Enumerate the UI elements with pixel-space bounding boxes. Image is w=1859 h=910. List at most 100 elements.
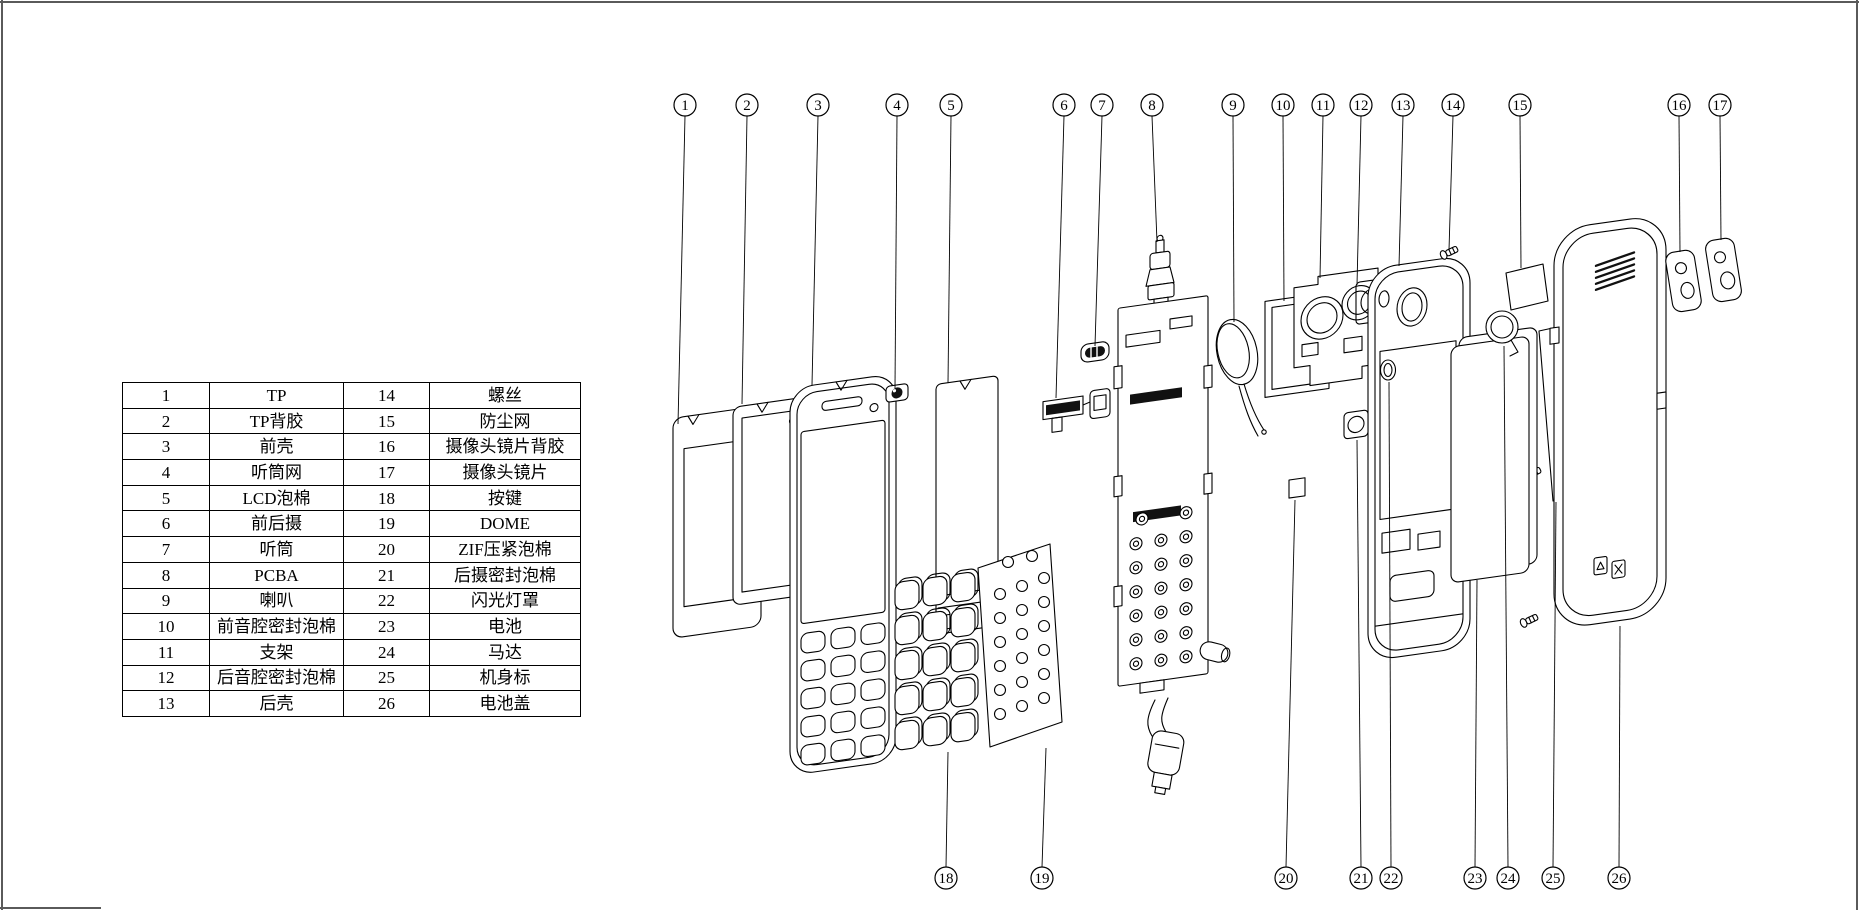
- callout-6: 6: [1052, 93, 1076, 399]
- callout-number: 18: [939, 871, 954, 887]
- part-name-cell: 后音腔密封泡棉: [209, 664, 344, 692]
- callout-number: 1: [681, 98, 689, 114]
- callout-number: 8: [1148, 98, 1156, 114]
- part-name-cell: ZIF压紧泡棉: [429, 536, 581, 563]
- part-number-cell: 10: [122, 613, 210, 640]
- leader-line: [947, 115, 952, 384]
- leader-line: [894, 115, 898, 389]
- leader-line: [1398, 115, 1404, 267]
- leader-line: [1282, 115, 1285, 302]
- callout-number: 20: [1279, 871, 1294, 887]
- callout-number: 9: [1229, 98, 1237, 114]
- part-name-cell: 电池: [429, 613, 581, 640]
- part-name-cell: 闪光灯罩: [429, 587, 581, 615]
- part-number-cell: 26: [343, 690, 430, 717]
- part-battery-cover: [1549, 218, 1667, 626]
- callout-number: 2: [743, 98, 751, 114]
- callout-16: 16: [1667, 93, 1691, 253]
- callout-number: 4: [893, 98, 901, 114]
- part-number-cell: 15: [343, 407, 430, 435]
- leader-line: [1388, 381, 1392, 868]
- callout-19: 19: [1030, 747, 1054, 890]
- callout-18: 18: [934, 751, 958, 890]
- part-name-cell: 支架: [209, 638, 344, 666]
- callout-number: 16: [1672, 98, 1688, 114]
- callout-number: 15: [1513, 98, 1528, 114]
- part-number-cell: 24: [343, 638, 430, 666]
- callout-number: 25: [1546, 871, 1561, 887]
- sheet-border-right: [1856, 0, 1858, 910]
- callout-circle: [1667, 93, 1691, 117]
- callout-2: 2: [735, 93, 759, 405]
- callout-circle: [673, 93, 697, 117]
- leader-line: [1503, 345, 1509, 868]
- part-name-cell: 摄像头镜片背胶: [429, 433, 581, 461]
- callout-circle: [1508, 93, 1532, 117]
- part-number-cell: 4: [122, 459, 210, 486]
- callout-circle: [1463, 866, 1487, 890]
- callout-number: 7: [1098, 98, 1106, 114]
- part-name-cell: 前音腔密封泡棉: [209, 613, 344, 640]
- callout-number: 21: [1354, 871, 1369, 887]
- part-number-cell: 23: [343, 613, 430, 640]
- part-front-shell: [789, 376, 897, 773]
- part-number-cell: 14: [343, 382, 430, 409]
- part-number-cell: 7: [122, 536, 210, 563]
- part-number-cell: 16: [343, 433, 430, 461]
- part-name-cell: 摄像头镜片: [429, 459, 581, 486]
- leader-line: [1356, 115, 1362, 286]
- part-number-cell: 11: [122, 638, 210, 666]
- leader-line: [1552, 501, 1557, 868]
- callout-circle: [885, 93, 909, 117]
- leader-line: [1448, 115, 1454, 251]
- part-pcba-usb-cable: [1147, 641, 1231, 795]
- callout-11: 11: [1311, 93, 1335, 279]
- callout-number: 13: [1396, 98, 1411, 114]
- leader-line: [1519, 115, 1522, 269]
- callout-circle: [1274, 866, 1298, 890]
- part-keypad: [894, 568, 979, 751]
- part-number-cell: 17: [343, 459, 430, 486]
- callout-24: 24: [1496, 345, 1520, 890]
- callout-circle: [1349, 93, 1373, 117]
- callout-25: 25: [1541, 501, 1565, 890]
- callout-circle: [1708, 93, 1732, 117]
- part-dome-sheet: [977, 543, 1063, 748]
- part-number-cell: 13: [122, 690, 210, 717]
- callout-number: 3: [814, 98, 822, 114]
- callout-number: 24: [1501, 871, 1517, 887]
- part-number-cell: 20: [343, 536, 430, 563]
- leader-line: [1356, 439, 1362, 868]
- callout-9: 9: [1221, 93, 1245, 323]
- callout-number: 10: [1276, 98, 1291, 114]
- part-number-cell: 9: [122, 587, 210, 615]
- leader-line: [677, 115, 686, 425]
- callout-circle: [1221, 93, 1245, 117]
- part-number-cell: 3: [122, 433, 210, 461]
- part-name-cell: 前壳: [209, 433, 344, 461]
- part-dust-net: [1505, 263, 1549, 311]
- callout-circle: [934, 866, 958, 890]
- leader-line: [1094, 115, 1103, 347]
- part-rear-camera-foam: [1343, 409, 1369, 440]
- part-screw: [1439, 246, 1459, 260]
- callout-circle: [1607, 866, 1631, 890]
- callout-21: 21: [1349, 439, 1373, 890]
- part-number-cell: 21: [343, 561, 430, 589]
- part-camera-lens-adhesive: [1665, 249, 1702, 313]
- callout-number: 6: [1060, 98, 1068, 114]
- leader-line: [1232, 115, 1235, 323]
- callout-circle: [1391, 93, 1415, 117]
- part-zif-foam: [1288, 477, 1306, 499]
- leader-line: [1678, 115, 1681, 253]
- part-flash-cover: [1379, 359, 1397, 381]
- part-earpiece-mesh: [885, 383, 909, 403]
- callout-number: 19: [1035, 871, 1050, 887]
